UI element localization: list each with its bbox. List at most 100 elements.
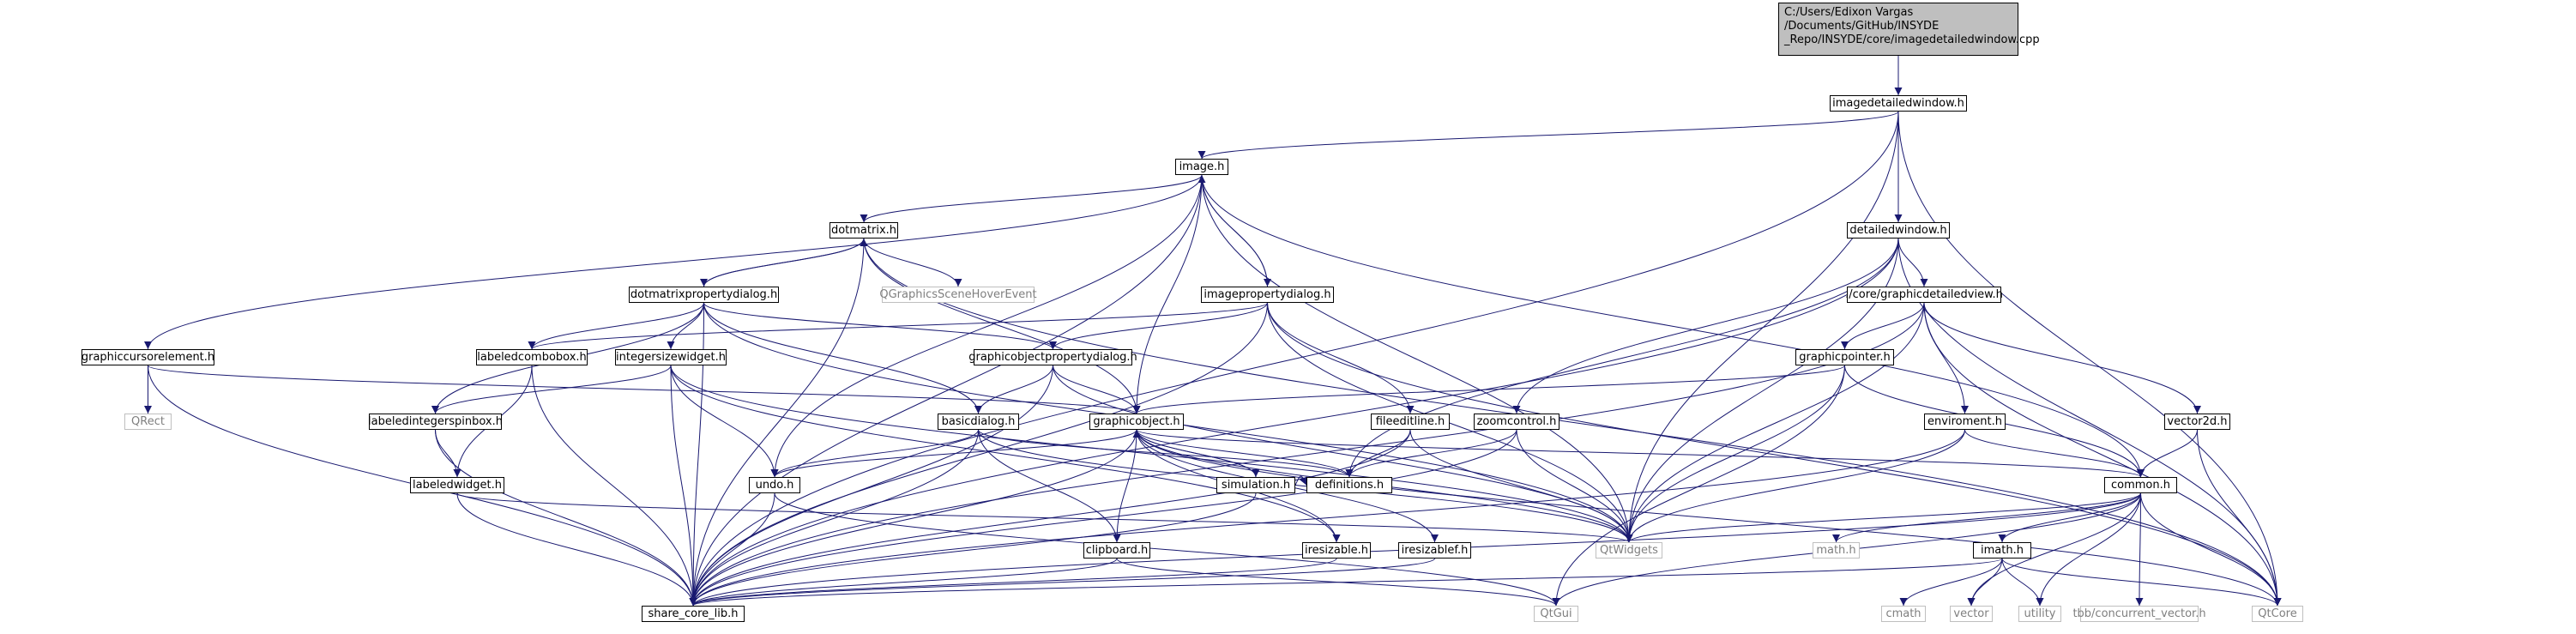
edge-dotmatrixpropertydialog-h-to-share-core-lib-h xyxy=(689,302,704,607)
graph-node-labeledintegerspinbox-h[interactable]: labeledintegerspinbox.h xyxy=(368,414,503,430)
edge-zoomcontrol-h-to-share-core-lib-h xyxy=(689,429,1517,607)
graph-node-zoomcontrol-h[interactable]: zoomcontrol.h xyxy=(1474,414,1559,430)
graph-node-image-h[interactable]: image.h xyxy=(1175,159,1228,175)
graph-node-graphiccursorelement-h[interactable]: graphiccursorelement.h xyxy=(81,349,214,365)
edge-detailedwindow-h-to-QtWidgets xyxy=(1625,238,1899,543)
edge-dotmatrix-h-to-share-core-lib-h xyxy=(689,238,865,607)
edge-graphicobjectpropertydialog-h-to-share-core-lib-h xyxy=(689,365,1053,607)
edge-labeledwidget-h-to-QtWidgets xyxy=(456,492,1633,543)
edge-dotmatrix-h-to-QGraphicsSceneHoverEvent xyxy=(863,238,962,287)
edge-graphicobject-h-to-common-h xyxy=(1136,429,2145,478)
graph-node-utility: utility xyxy=(2018,606,2061,622)
edge-image-h-to-QtWidgets xyxy=(1201,174,1633,543)
graph-node-imath-h[interactable]: imath.h xyxy=(1973,542,2031,559)
edge-detailedwindow-h-to-definitions-h xyxy=(1345,238,1899,478)
graph-node-labeledcombobox-h[interactable]: labeledcombobox.h xyxy=(476,349,588,365)
graph-node-clipboard-h[interactable]: clipboard.h xyxy=(1083,542,1150,559)
edge-undo-h-to-share-core-lib-h xyxy=(689,492,775,607)
edge-common-h-to-imath-h xyxy=(1998,492,2141,543)
edge-image-h-to-share-core-lib-h xyxy=(689,174,1203,607)
edge-zoomcontrol-h-to-definitions-h xyxy=(1345,429,1517,478)
edge-imagedetailedwindow-h-to-image-h xyxy=(1198,111,1899,160)
graph-node-simulation-h[interactable]: simulation.h xyxy=(1216,477,1295,493)
graph-node-graphicpointer-h[interactable]: graphicpointer.h xyxy=(1795,349,1894,365)
edge-labeledintegerspinbox-h-to-share-core-lib-h xyxy=(435,429,697,607)
edge-imath-h-to-utility xyxy=(2001,558,2044,607)
graph-node-QtGui: QtGui xyxy=(1534,606,1578,622)
graph-node-share-core-lib-h[interactable]: share_core_lib.h xyxy=(642,606,745,622)
edge-basicdialog-h-to-undo-h xyxy=(770,429,979,478)
graph-node-root: C:/Users/Edixon Vargas /Documents/GitHub… xyxy=(1778,3,2040,56)
graph-node-enviroment-h[interactable]: enviroment.h xyxy=(1924,414,2006,430)
edge-imagepropertydialog-h-to-labeledcombobox-h xyxy=(528,302,1268,350)
edge-integersizewidget-h-to-labeledintegerspinbox-h xyxy=(431,365,672,414)
graph-node-basicdialog-h[interactable]: basicdialog.h xyxy=(938,414,1019,430)
edge-imagepropertydialog-h-to-graphicobjectpropertydialog-h xyxy=(1049,302,1268,350)
edge-labeledwidget-h-to-share-core-lib-h xyxy=(456,492,697,607)
graph-node-definitions-h[interactable]: definitions.h xyxy=(1306,477,1392,493)
graph-node-vector2d-h[interactable]: vector2d.h xyxy=(2164,414,2230,430)
graph-node-fileeditline-h[interactable]: fileeditline.h xyxy=(1371,414,1450,430)
graph-node-integersizewidget-h[interactable]: integersizewidget.h xyxy=(615,349,727,365)
edge-basicdialog-h-to-definitions-h xyxy=(978,429,1354,478)
edge-imagepropertydialog-h-to-QtCore xyxy=(1267,302,2282,607)
edge-image-h-to-graphiccursorelement-h xyxy=(144,174,1203,350)
graph-node-iresizable-h[interactable]: iresizable.h xyxy=(1302,542,1371,559)
edge-graphicdetailedview-h-to-QtCore xyxy=(1923,302,2282,607)
graph-node-labeledwidget-h[interactable]: labeledwidget.h xyxy=(410,477,504,493)
edge-vector2d-h-to-common-h xyxy=(2137,429,2198,478)
edge-graphicpointer-h-to-graphicobject-h xyxy=(1132,365,1845,414)
edge-image-h-to-undo-h xyxy=(770,174,1203,478)
graph-node-concurrent-vector: tbb/concurrent_vector.h xyxy=(2072,606,2206,622)
graph-node-cmath: cmath xyxy=(1881,606,1926,622)
edge-basicdialog-h-to-share-core-lib-h xyxy=(689,429,979,607)
edge-zoomcontrol-h-to-QtWidgets xyxy=(1516,429,1633,543)
edge-graphicobject-h-to-share-core-lib-h xyxy=(689,429,1137,607)
graph-node-dotmatrix-h[interactable]: dotmatrix.h xyxy=(830,222,898,239)
edge-basicdialog-h-to-QtWidgets xyxy=(978,429,1633,543)
edge-graphicobjectpropertydialog-h-to-QtWidgets xyxy=(1053,365,1633,543)
edge-graphicpointer-h-to-QtGui xyxy=(1552,365,1845,607)
edge-graphicobjectpropertydialog-h-to-basicdialog-h xyxy=(974,365,1053,414)
edge-imath-h-to-cmath xyxy=(1899,558,2003,607)
edge-common-h-to-QtCore xyxy=(2140,492,2282,607)
edge-simulation-h-to-definitions-h xyxy=(1294,475,1307,486)
edge-integersizewidget-h-to-QtWidgets xyxy=(670,365,1633,543)
edge-graphicobject-h-to-QtCore xyxy=(1136,429,2282,607)
graph-node-graphicdetailedview-h[interactable]: ./core/graphicdetailedview.h xyxy=(1845,287,2003,303)
graph-node-dotmatrixpropertydialog-h[interactable]: dotmatrixpropertydialog.h xyxy=(629,287,779,303)
edge-enviroment-h-to-share-core-lib-h xyxy=(689,429,1965,607)
graph-node-imagedetailedwindow-h[interactable]: imagedetailedwindow.h xyxy=(1830,95,1967,112)
edge-dotmatrixpropertydialog-h-to-basicdialog-h xyxy=(703,302,982,414)
edge-integersizewidget-h-to-iresizable-h xyxy=(670,365,1341,543)
edge-imath-h-to-share-core-lib-h xyxy=(690,558,2003,607)
graph-node-iresizablef-h[interactable]: iresizablef.h xyxy=(1398,542,1471,559)
edge-simulation-h-to-graphicobject-h xyxy=(1132,429,1257,478)
graph-node-graphicobject-h[interactable]: graphicobject.h xyxy=(1089,414,1184,430)
edge-dotmatrixpropertydialog-h-to-graphicobjectpropertydialog-h xyxy=(703,302,1057,350)
edge-dotmatrixpropertydialog-h-to-integersizewidget-h xyxy=(667,302,704,350)
graph-node-QRect: QRect xyxy=(124,414,172,430)
edge-image-h-to-common-h xyxy=(1201,174,2145,478)
graph-node-imagepropertydialog-h[interactable]: imagepropertydialog.h xyxy=(1201,287,1334,303)
edge-dotmatrixpropertydialog-h-to-dotmatrix-h xyxy=(703,238,868,287)
graph-node-detailedwindow-h[interactable]: detailedwindow.h xyxy=(1847,222,1950,239)
graph-node-graphicobjectpropertydialog-h[interactable]: graphicobjectpropertydialog.h xyxy=(968,349,1137,365)
graph-node-undo-h[interactable]: undo.h xyxy=(749,477,800,493)
graph-node-math-h: math.h xyxy=(1813,542,1860,559)
edge-fileeditline-h-to-QtWidgets xyxy=(1409,429,1633,543)
edge-imagedetailedwindow-h-to-QtCore xyxy=(1897,111,2282,607)
edge-imath-h-to-vector xyxy=(1967,558,2003,607)
graph-node-common-h[interactable]: common.h xyxy=(2104,477,2177,493)
edge-integersizewidget-h-to-share-core-lib-h xyxy=(670,365,697,607)
edge-graphiccursorelement-h-to-graphicobject-h xyxy=(148,365,1141,414)
edge-imagedetailedwindow-h-to-share-core-lib-h xyxy=(689,111,1899,607)
edge-image-h-to-graphicobject-h xyxy=(1132,174,1203,414)
edge-integersizewidget-h-to-undo-h xyxy=(670,365,779,478)
edge-dotmatrixpropertydialog-h-to-labeledcombobox-h xyxy=(528,302,704,350)
edge-dotmatrix-h-to-graphicobject-h xyxy=(863,238,1141,414)
edge-detailedwindow-h-to-zoomcontrol-h xyxy=(1512,238,1899,414)
edge-detailedwindow-h-to-graphicdetailedview-h xyxy=(1897,238,1928,287)
